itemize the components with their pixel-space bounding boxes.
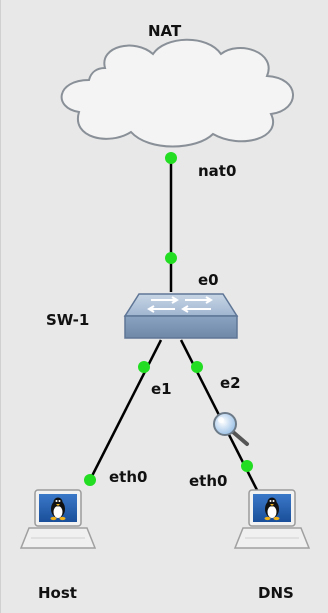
port-label-sw-e2: e2 [220,374,241,392]
port-dot-sw-e0[interactable] [165,252,177,264]
dns-node-label[interactable]: DNS [258,584,294,602]
sw-1-switch-icon[interactable] [123,293,239,339]
nat-node-label[interactable]: NAT [148,22,182,40]
port-dot-sw-e1[interactable] [138,361,150,373]
port-label-dns-eth0: eth0 [189,472,228,490]
port-status-dots [84,152,253,486]
port-label-nat0: nat0 [198,162,237,180]
port-dot-sw-e2[interactable] [191,361,203,373]
port-label-sw-e1: e1 [151,380,172,398]
port-dot-nat0[interactable] [165,152,177,164]
nat-cloud-icon[interactable] [60,38,294,148]
dns-linux-computer-icon[interactable] [233,489,311,549]
magnifier-capture-icon[interactable] [213,412,249,446]
port-dot-host-eth0[interactable] [84,474,96,486]
port-label-sw-e0: e0 [198,271,219,289]
port-label-host-eth0: eth0 [109,468,148,486]
sw-1-node-label[interactable]: SW-1 [46,311,90,329]
link-sw1-host[interactable] [88,339,163,481]
host-linux-computer-icon[interactable] [19,489,97,549]
port-dot-dns-eth0[interactable] [241,460,253,472]
host-node-label[interactable]: Host [38,584,77,602]
